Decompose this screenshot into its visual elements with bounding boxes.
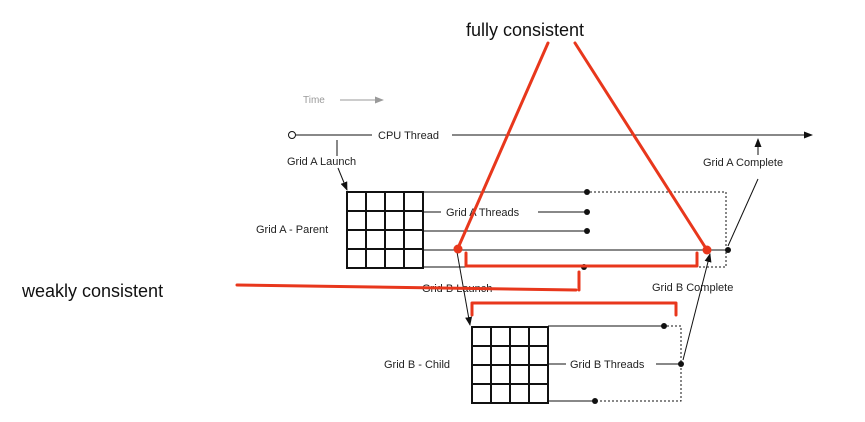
grid-a-bracket	[464, 251, 699, 268]
grid-b-complete-label: Grid B Complete	[652, 282, 733, 294]
fully-consistent-left-point	[453, 244, 463, 254]
grid-a-parent-label: Grid A - Parent	[256, 224, 328, 236]
time-label: Time	[303, 95, 325, 106]
cpu-thread-label: CPU Thread	[378, 130, 439, 142]
grid-a-complete-connector	[727, 178, 759, 247]
fully-consistent-label: fully consistent	[466, 20, 584, 40]
grid-a-launch-arrow	[337, 167, 348, 191]
consistency-annotation	[235, 41, 709, 317]
weakly-consistent-line	[235, 283, 578, 292]
fully-consistent-right-point	[702, 245, 712, 255]
fully-consistent-right-line	[573, 41, 709, 252]
grid-b-child-label: Grid B - Child	[384, 359, 450, 371]
grid-a-complete-label: Grid A Complete	[703, 157, 783, 169]
grid-a-sync-box	[588, 191, 727, 268]
grid-b-bracket	[470, 301, 678, 317]
grid-b-block	[471, 326, 549, 404]
grid-b-threads-label: Grid B Threads	[570, 359, 645, 371]
grid-a-threads-label: Grid A Threads	[446, 207, 520, 219]
grid-a-thread-lines	[423, 189, 731, 270]
grid-b-thread-lines	[548, 323, 684, 404]
grid-b-complete-arrow	[682, 253, 712, 361]
grid-a-block	[346, 191, 424, 269]
weakly-consistent-label: weakly consistent	[21, 281, 163, 301]
grid-a-launch-label: Grid A Launch	[287, 156, 356, 168]
fully-consistent-left-line	[456, 41, 550, 250]
cpu-thread-start-node	[288, 131, 296, 139]
